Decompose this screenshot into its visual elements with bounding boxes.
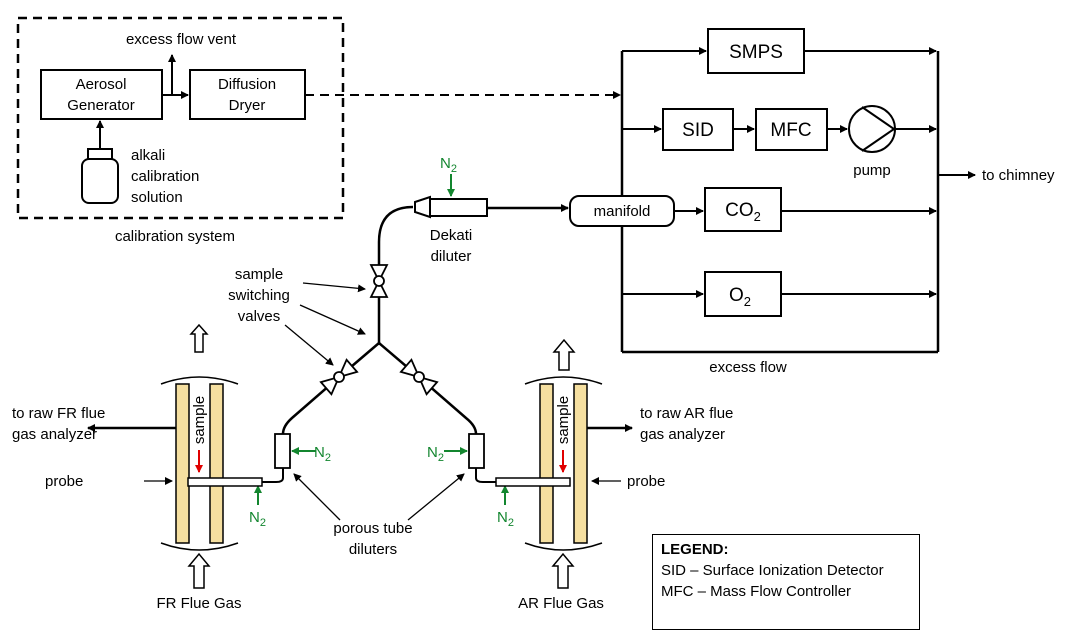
to-chimney-label: to chimney xyxy=(982,167,1055,184)
pump-label: pump xyxy=(853,162,891,179)
dekati-nozzle xyxy=(414,195,431,219)
ar-reactor-column xyxy=(524,376,603,551)
ar-probe-label: probe xyxy=(627,473,665,490)
legend-item-sid: SID – Surface Ionization Detector xyxy=(661,562,884,579)
fr-probe-label: probe xyxy=(45,473,83,490)
valve-right-icon xyxy=(399,358,439,396)
o2-label: O2 xyxy=(729,285,751,309)
fr-reactor-column xyxy=(160,376,239,551)
porous-pointer-fr xyxy=(293,473,341,521)
ar-porous-n2-label: N2 xyxy=(427,444,444,464)
diffusion-dryer-label-2: Dryer xyxy=(229,97,266,114)
sid-label: SID xyxy=(682,120,714,141)
diffusion-dryer-label-1: Diffusion xyxy=(218,76,276,93)
smps-box xyxy=(707,28,805,74)
bottle-cap xyxy=(87,148,113,160)
porous-diluter-fr xyxy=(274,433,291,469)
fr-porous-n2-label: N2 xyxy=(314,444,331,464)
excess-flow-label: excess flow xyxy=(709,359,787,376)
smps-label: SMPS xyxy=(729,42,783,63)
fr-probe xyxy=(187,477,263,487)
solution-label-1: alkali xyxy=(131,147,165,164)
solution-label-3: solution xyxy=(131,189,183,206)
valves-pointer-top xyxy=(302,282,366,293)
legend-item-mfc: MFC – Mass Flow Controller xyxy=(661,583,852,600)
pump-icon xyxy=(848,105,896,153)
legend-box: LEGEND: SID – Surface Ionization Detecto… xyxy=(652,534,920,630)
fr-sample-label: sample xyxy=(191,396,208,444)
valves-pointer-left xyxy=(284,324,334,366)
calibration-system-border xyxy=(16,16,345,220)
solution-label-2: calibration xyxy=(131,168,199,185)
dekati-diluter-body xyxy=(429,198,488,217)
aerosol-generator-box xyxy=(40,69,163,120)
sample-line-to-dekati xyxy=(377,205,414,345)
porous-label-1: porous tube xyxy=(333,520,412,537)
dekati-n2-label: N2 xyxy=(440,155,457,175)
ar-probe xyxy=(495,477,571,487)
dekati-label-2: diluter xyxy=(431,248,472,265)
ar-sample-label: sample xyxy=(555,396,572,444)
valve-top-icon xyxy=(369,264,389,298)
porous-diluter-ar xyxy=(468,433,485,469)
ar-outflow-arrow-icon xyxy=(552,338,576,371)
fr-analyzer-label-1: to raw FR flue xyxy=(12,405,105,422)
bottle-icon xyxy=(81,158,119,204)
dekati-label-1: Dekati xyxy=(430,227,473,244)
branch-line-ar xyxy=(378,342,478,435)
co2-label: CO2 xyxy=(725,200,761,224)
o2-box xyxy=(704,271,782,317)
porous-label-2: diluters xyxy=(349,541,397,558)
ar-analyzer-label-1: to raw AR flue xyxy=(640,405,733,422)
ar-probe-connector xyxy=(475,468,496,483)
fr-outflow-arrow-icon xyxy=(189,323,209,353)
excess-flow-vent-label: excess flow vent xyxy=(126,31,237,48)
ar-analyzer-label-2: gas analyzer xyxy=(640,426,725,443)
fr-probe-n2-label: N2 xyxy=(249,509,266,529)
valves-label-3: valves xyxy=(238,308,281,325)
fr-inflow-arrow-icon xyxy=(187,552,211,589)
manifold-label: manifold xyxy=(594,203,651,220)
fr-flue-gas-label: FR Flue Gas xyxy=(156,595,241,612)
co2-box xyxy=(704,187,782,232)
aerosol-generator-label-1: Aerosol xyxy=(76,76,127,93)
valves-label-1: sample xyxy=(235,266,283,283)
calibration-system-label: calibration system xyxy=(115,228,235,245)
aerosol-generator-label-2: Generator xyxy=(67,97,135,114)
legend-title: LEGEND: xyxy=(661,541,729,558)
mfc-label: MFC xyxy=(770,120,811,141)
valves-label-2: switching xyxy=(228,287,290,304)
fr-analyzer-label-2: gas analyzer xyxy=(12,426,97,443)
ar-probe-n2-label: N2 xyxy=(497,509,514,529)
branch-line-fr xyxy=(281,342,380,435)
ar-inflow-arrow-icon xyxy=(551,552,575,589)
ar-flue-gas-label: AR Flue Gas xyxy=(518,595,604,612)
fr-probe-connector xyxy=(262,468,284,483)
sid-box xyxy=(662,108,734,151)
valves-pointer-mid xyxy=(299,304,366,335)
porous-pointer-ar xyxy=(407,473,465,521)
valve-left-icon xyxy=(319,358,359,396)
